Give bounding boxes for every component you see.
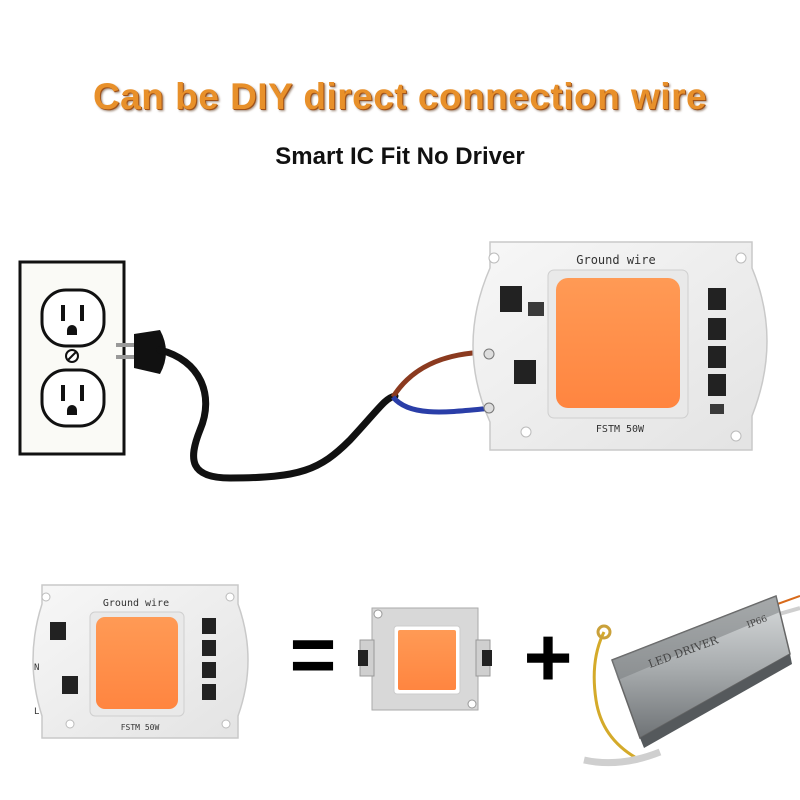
led-driver: LED DRIVER IP66 — [583, 594, 800, 767]
terminal-n-label: N — [34, 663, 39, 673]
led-chip-module — [358, 607, 492, 711]
terminal-l-label: L — [34, 707, 39, 717]
cob-led-board-small: Ground wire FSTM 50W N L — [32, 584, 249, 739]
neutral-wire — [391, 395, 494, 415]
small-ground-wire-label: Ground wire — [103, 598, 169, 609]
model-label: FSTM 50W — [596, 424, 645, 435]
plus-sign-icon: + — [523, 610, 572, 704]
power-plug-icon — [116, 330, 399, 482]
headline: Can be DIY direct connection wire — [92, 76, 708, 117]
led-chip — [556, 278, 680, 408]
wall-outlet-icon — [18, 260, 126, 456]
ground-wire-label: Ground wire — [576, 253, 655, 267]
small-model-label: FSTM 50W — [121, 723, 160, 732]
equals-sign-icon: = — [290, 610, 337, 699]
subheadline: Smart IC Fit No Driver — [275, 143, 525, 170]
cob-led-board-main: Ground wire FSTM 50W — [472, 241, 768, 451]
